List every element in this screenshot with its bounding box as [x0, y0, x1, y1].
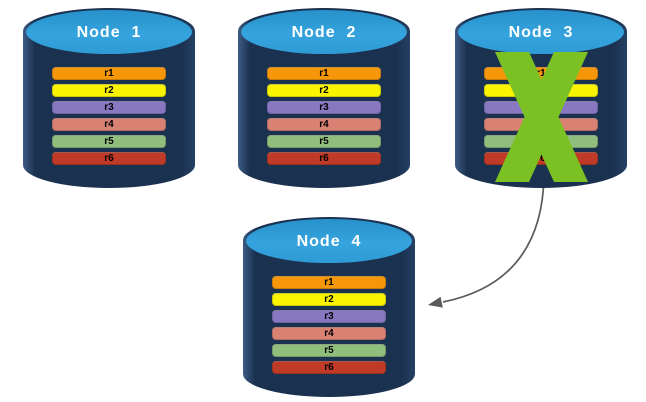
replica-row-r5: r5 [272, 344, 386, 357]
replica-row-r4: r4 [267, 118, 381, 131]
db-node-1: Node 1 r1 r2 r3 r4 r5 r6 [23, 8, 195, 188]
replica-row-r3: r3 [52, 101, 166, 114]
failure-x-icon [495, 52, 588, 182]
node-title: Node 2 [291, 24, 357, 41]
cylinder-top: Node 3 [458, 10, 624, 54]
replica-rows: r1 r2 r3 r4 r5 r6 [52, 67, 166, 165]
node-title: Node 3 [508, 24, 574, 41]
node-title: Node 4 [296, 233, 362, 250]
replica-row-r4: r4 [52, 118, 166, 131]
replica-row-r5: r5 [267, 135, 381, 148]
cylinder-top: Node 2 [241, 10, 407, 54]
node-title: Node 1 [76, 24, 142, 41]
db-node-4: Node 4 r1 r2 r3 r4 r5 r6 [243, 217, 415, 397]
failover-arrowhead-icon [428, 296, 443, 308]
replica-rows: r1 r2 r3 r4 r5 r6 [272, 276, 386, 374]
replica-row-r2: r2 [267, 84, 381, 97]
failover-arrow-line [442, 175, 545, 303]
replica-row-r3: r3 [267, 101, 381, 114]
replica-row-r3: r3 [272, 310, 386, 323]
replica-row-r1: r1 [267, 67, 381, 80]
replica-row-r1: r1 [52, 67, 166, 80]
cylinder-top: Node 1 [26, 10, 192, 54]
replica-row-r5: r5 [52, 135, 166, 148]
replica-row-r1: r1 [272, 276, 386, 289]
cylinder-top: Node 4 [246, 219, 412, 263]
replica-rows: r1 r2 r3 r4 r5 r6 [267, 67, 381, 165]
replica-row-r2: r2 [52, 84, 166, 97]
replica-row-r6: r6 [267, 152, 381, 165]
db-node-2: Node 2 r1 r2 r3 r4 r5 r6 [238, 8, 410, 188]
replica-row-r4: r4 [272, 327, 386, 340]
replica-row-r6: r6 [272, 361, 386, 374]
replica-row-r6: r6 [52, 152, 166, 165]
replica-row-r2: r2 [272, 293, 386, 306]
